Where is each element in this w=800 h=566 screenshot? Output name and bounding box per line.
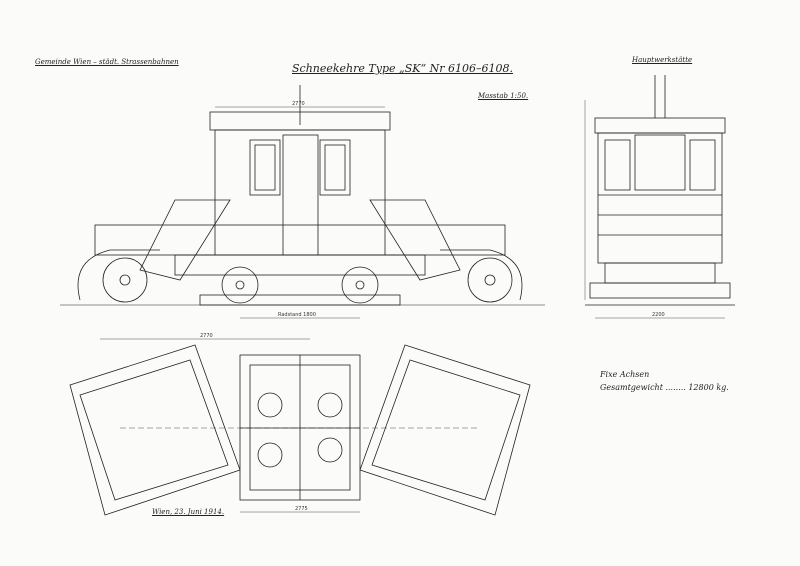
drawing-title: Schneekehre Type „SK“ Nr 6106–6108. bbox=[292, 62, 513, 75]
side-elevation bbox=[60, 85, 545, 319]
date-label: Wien, 23. Juni 1914. bbox=[152, 508, 225, 516]
weight-label: Gesamtgewicht ........ 12800 kg. bbox=[600, 383, 729, 392]
dim-end-width: 2200 bbox=[652, 312, 665, 318]
dim-plan-length: 2770 bbox=[200, 333, 213, 339]
plan-view bbox=[69, 338, 531, 516]
dim-top-width: 2770 bbox=[292, 101, 305, 107]
scale-label: Masstab 1:50. bbox=[478, 92, 529, 100]
company-label: Gemeinde Wien – städt. Strassenbahnen bbox=[35, 58, 179, 66]
workshop-label: Hauptwerkstätte bbox=[632, 56, 693, 64]
dim-plan-bottom: 2775 bbox=[295, 506, 308, 512]
axles-label: Fixe Achsen bbox=[600, 370, 650, 379]
end-elevation bbox=[584, 75, 735, 319]
dim-wheelbase: Radstand 1800 bbox=[278, 312, 316, 318]
